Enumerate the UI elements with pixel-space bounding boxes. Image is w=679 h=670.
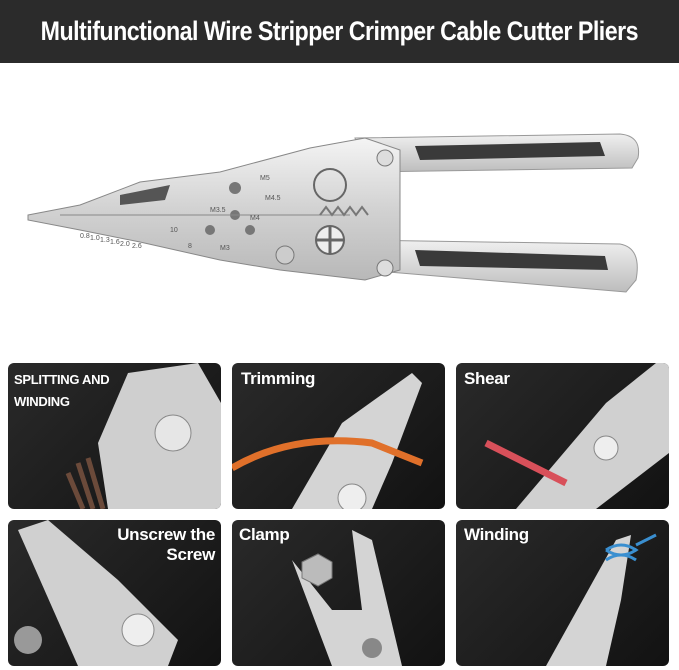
- panel-splitting-winding: SPLITTING AND WINDING: [8, 363, 221, 509]
- jaw-marking: 1.6: [110, 239, 120, 246]
- pliers-product-image: 0.8 1.0 1.3 1.6 2.0 2.6 10 8 M3 M3.5 M4 …: [27, 133, 640, 293]
- jaw-marking: 0.8: [80, 233, 90, 240]
- panel-label: Unscrew the: [117, 525, 215, 544]
- panel-label: Screw: [166, 545, 215, 564]
- panel-shear: Shear: [456, 363, 669, 509]
- jaw-marking: 2.6: [132, 243, 142, 250]
- jaw-marking: 8: [188, 243, 192, 250]
- panel-trimming: Trimming: [232, 363, 445, 509]
- panel-unscrew: Unscrew the Screw: [8, 520, 221, 666]
- panel-label: Shear: [464, 369, 510, 388]
- panel-label: Trimming: [241, 369, 316, 388]
- shear-image: [484, 363, 669, 509]
- title-bar: Multifunctional Wire Stripper Crimper Ca…: [0, 0, 679, 63]
- jaw-marking: M4.5: [265, 195, 281, 202]
- jaw-marking: M4: [250, 215, 260, 222]
- jaw-marking: M3.5: [210, 207, 226, 214]
- product-title: Multifunctional Wire Stripper Crimper Ca…: [40, 16, 639, 46]
- trimming-image: [232, 373, 424, 509]
- jaw-marking: 10: [170, 227, 178, 234]
- splitting-image: [65, 363, 221, 509]
- clamp-image: [292, 530, 402, 666]
- panel-winding: Winding: [456, 520, 669, 666]
- panel-label: WINDING: [14, 394, 70, 409]
- unscrew-image: [14, 520, 178, 666]
- panel-clamp: Clamp: [232, 520, 445, 666]
- winding-image: [546, 533, 657, 666]
- jaw-marking: M5: [260, 175, 270, 182]
- panel-label: Clamp: [239, 525, 290, 544]
- panel-label: Winding: [464, 525, 529, 544]
- panel-label: SPLITTING AND: [14, 372, 110, 387]
- jaw-marking: M3: [220, 245, 230, 252]
- jaw-marking: 1.3: [100, 237, 110, 244]
- jaw-marking: 2.0: [120, 241, 130, 248]
- jaw-marking: 1.0: [90, 235, 100, 242]
